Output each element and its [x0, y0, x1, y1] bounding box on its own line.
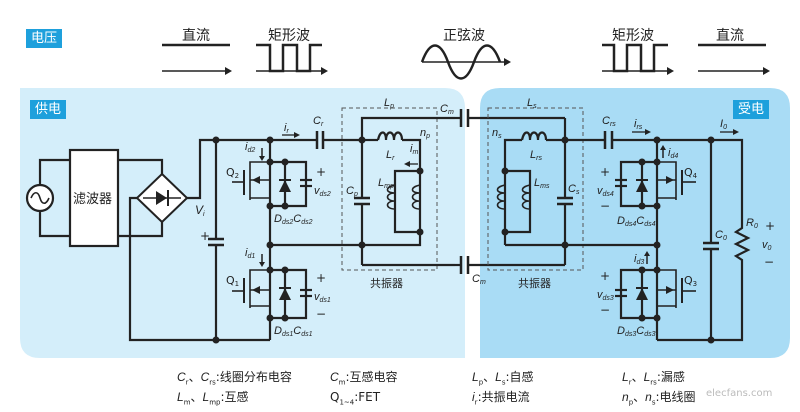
vi-label: Vi: [195, 203, 205, 218]
legend-col-4: Lr、Lrs:漏感 np、ns:电线圈: [622, 370, 696, 411]
lrs-label: Lrs: [530, 149, 542, 162]
vo-minus: −: [764, 255, 774, 269]
vds1-label: vds1: [314, 291, 331, 304]
supply-tag: 供电: [30, 100, 67, 119]
id4-label: id4: [668, 147, 678, 160]
q3-switch: [615, 266, 696, 322]
id2-label: id2: [245, 141, 255, 154]
waveform-label-dc-left: 直流: [182, 27, 210, 44]
waveform-label-square-left: 矩形波: [268, 28, 310, 44]
ir-label: ir: [284, 122, 289, 135]
dc3-label: Dds3Cds3: [617, 325, 656, 338]
input-cap-plus: +: [200, 229, 210, 243]
watermark: elecfans.com: [706, 388, 773, 399]
lmp-label: Lmp: [378, 177, 394, 190]
input-capacitor: [208, 140, 224, 340]
secondary-resonator: [496, 118, 573, 265]
legend-item: Lr、Lrs:漏感: [622, 370, 685, 387]
crs-capacitor: [565, 131, 711, 149]
cm-label-top: Cm: [440, 103, 454, 116]
io-label: I0: [720, 118, 727, 131]
q1-label: Q1: [226, 274, 239, 288]
cm-capacitor-top: [455, 109, 565, 127]
legend-item: Lm、Lmp:互感: [177, 390, 249, 407]
legend-col-1: Cr、Crs:线圈分布电容 Lm、Lmp:互感: [177, 370, 292, 411]
filter-block: [68, 148, 120, 248]
vds4-minus: −: [600, 199, 610, 213]
square-waveform-right: [602, 43, 674, 75]
ns-label: ns: [492, 127, 502, 140]
square-waveform-left: [256, 43, 328, 75]
dc1-label: Dds1Cds1: [274, 325, 313, 338]
dc-waveform-left: [162, 43, 232, 75]
cs-label: Cs: [568, 183, 580, 196]
ro-label: R0: [746, 217, 758, 230]
lr-label: Lr: [386, 149, 395, 162]
legend-item: ir:共振电流: [472, 390, 530, 407]
irs-label: irs: [634, 118, 643, 131]
voltage-tag: 电压: [26, 29, 63, 48]
legend-item: Cr、Crs:线圈分布电容: [177, 370, 292, 387]
primary-resonator-box: [341, 107, 438, 271]
q4-label: Q4: [684, 166, 698, 180]
legend-col-3: Lp、Ls:自感 ir:共振电流: [472, 370, 534, 411]
cr-label: Cr: [313, 115, 324, 128]
primary-resonator-label: 共振器: [370, 276, 403, 290]
cm-label-bottom: Cm: [472, 273, 486, 286]
legend-item: Q1~4:FET: [330, 390, 381, 407]
output-resistor: [657, 138, 751, 342]
vds4-label: vds4: [597, 185, 614, 198]
co-label: C0: [715, 229, 727, 242]
vo-plus: +: [765, 219, 775, 233]
cm-capacitor-bottom: [455, 256, 565, 274]
ls-label: Ls: [527, 97, 537, 110]
vds4-plus: +: [600, 165, 610, 179]
q2-switch: [232, 158, 312, 210]
legend-item: Lp、Ls:自感: [472, 370, 534, 387]
supply-region: [20, 88, 465, 358]
lp-label: Lp: [384, 97, 394, 110]
waveform-label-sine: 正弦波: [443, 28, 485, 44]
sine-waveform: [420, 44, 511, 80]
vds2-label: vds2: [314, 185, 331, 198]
receive-tag: 受电: [733, 100, 770, 119]
secondary-resonator-box: [487, 107, 584, 271]
im-label: im: [410, 143, 418, 156]
waveform-label-square-right: 矩形波: [612, 28, 654, 44]
legend-col-2: Cm:互感电容 Q1~4:FET: [330, 370, 398, 411]
vds1-plus: +: [316, 271, 326, 285]
vds3-label: vds3: [597, 289, 614, 302]
vds1-minus: −: [316, 307, 326, 321]
dc-waveform-right: [698, 43, 770, 75]
waveform-label-dc-right: 直流: [716, 27, 744, 44]
cp-label: Cp: [346, 185, 358, 198]
ac-source: [25, 158, 70, 238]
legend-item: np、ns:电线圈: [622, 390, 696, 407]
receive-region: [480, 88, 790, 358]
vds3-plus: +: [600, 269, 610, 283]
lms-label: Lms: [534, 177, 550, 190]
vds3-minus: −: [600, 303, 610, 317]
legend-item: Cm:互感电容: [330, 370, 398, 387]
bridge-rectifier: [118, 138, 216, 342]
id1-label: id1: [245, 247, 255, 260]
cr-capacitor: [310, 131, 362, 149]
dc2-label: Dds2Cds2: [274, 213, 313, 226]
filter-label: 滤波器: [73, 192, 112, 207]
secondary-resonator-label: 共振器: [518, 276, 551, 290]
crs-label: Crs: [602, 115, 616, 128]
id3-label: id3: [634, 253, 644, 266]
dc4-label: Dds4Cds4: [617, 215, 656, 228]
np-label: np: [420, 127, 430, 140]
q2-label: Q2: [226, 166, 239, 180]
q1-switch: [232, 266, 312, 322]
q3-label: Q3: [684, 274, 697, 288]
primary-resonator: [354, 116, 455, 267]
q4-switch: [615, 158, 696, 210]
vo-label: v0: [762, 239, 772, 252]
vds2-plus: +: [316, 165, 326, 179]
